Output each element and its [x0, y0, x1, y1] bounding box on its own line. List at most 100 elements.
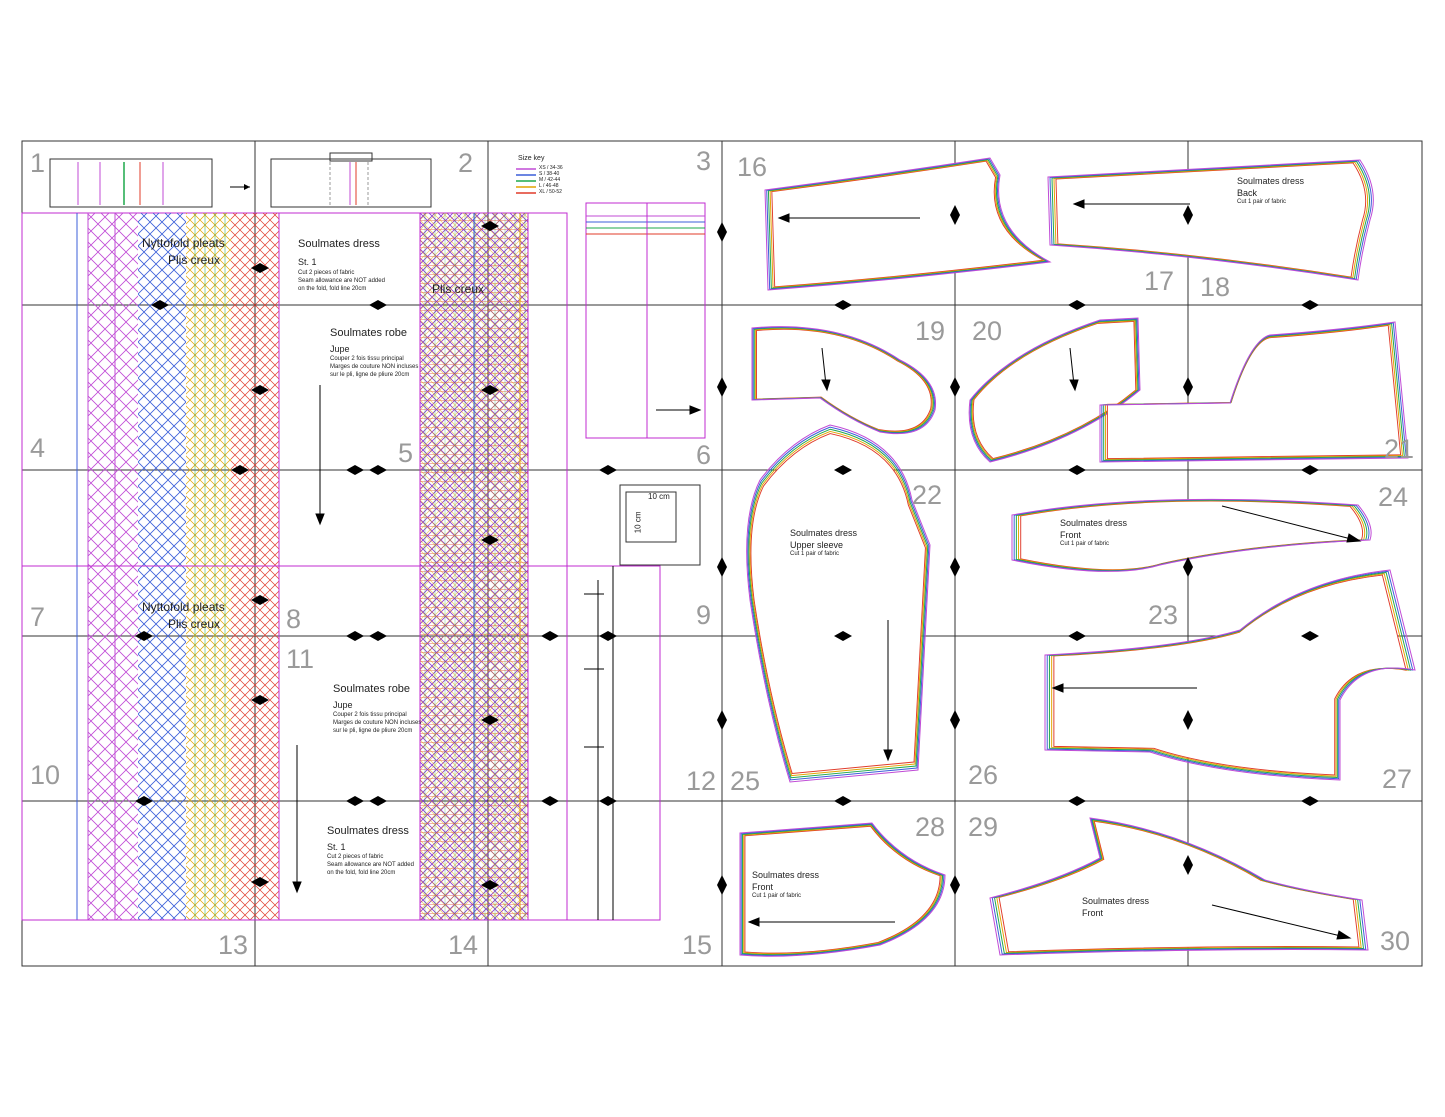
diamond-marker [541, 631, 559, 641]
diamond-marker [599, 465, 617, 475]
diamond-marker [135, 796, 153, 806]
skirt-piece-title-c: Soulmates robe [333, 683, 411, 695]
page-number-2: 2 [458, 148, 474, 178]
diamond-marker [599, 796, 617, 806]
page-number-1: 1 [30, 148, 46, 178]
diamond-marker [950, 205, 960, 225]
fold-markers [584, 566, 614, 920]
skirt-piece-cut-d: Cut 2 pieces of fabric [327, 854, 384, 860]
page-number-16: 16 [737, 152, 768, 182]
page-number-24: 24 [1378, 482, 1409, 512]
skirt-piece-st1: St. 1 [298, 257, 317, 267]
size-legend [516, 168, 536, 194]
diamond-marker [1183, 557, 1193, 577]
page-number-8: 8 [286, 604, 302, 634]
diamond-marker [346, 465, 364, 475]
page-number-28: 28 [915, 812, 946, 842]
piece-21 [1099, 321, 1409, 463]
back-cut-17: Cut 1 pair of fabric [1237, 199, 1287, 205]
piece-front-23: Front [1060, 530, 1082, 540]
pleats-label-en-c: Plis creux [432, 282, 485, 296]
back-title-17: Soulmates dress [1237, 176, 1305, 186]
diamond-marker [251, 385, 269, 395]
diamond-marker [346, 796, 364, 806]
pattern-pieces [739, 157, 1416, 957]
sleeve-cut-22: Cut 1 pair of fabric [790, 551, 840, 557]
page-number-11: 11 [286, 644, 315, 674]
legend-label-4: XL / 50-52 [539, 189, 562, 195]
diamond-marker [369, 631, 387, 641]
diamond-marker [481, 715, 499, 725]
piece-27 [1044, 569, 1416, 781]
page-number-17: 17 [1144, 266, 1175, 296]
piece-front-29: Front [1082, 908, 1104, 918]
diamond-marker [950, 710, 960, 730]
diamond-marker [481, 221, 499, 231]
diamond-marker [251, 263, 269, 273]
diamond-marker [950, 377, 960, 397]
diamond-marker [251, 877, 269, 887]
piece-22 [746, 424, 931, 783]
page-number-25: 25 [730, 766, 761, 796]
page-number-4: 4 [30, 433, 46, 463]
skirt-piece-title-a: Soulmates dress [298, 238, 380, 250]
piece-24 [1011, 498, 1372, 572]
diamond-marker [369, 465, 387, 475]
diamond-marker [834, 796, 852, 806]
diamond-marker [1068, 796, 1086, 806]
pleats-label-fr-b: Nyttofold pleats [142, 600, 225, 614]
pleat-diagram [49, 152, 432, 208]
legend-label-1: S / 38-40 [539, 171, 560, 177]
page-number-29: 29 [968, 812, 999, 842]
skirt-piece-fold-d: on the fold, fold line 20cm [327, 870, 396, 876]
page-number-7: 7 [30, 602, 46, 632]
legend-label-2: M / 42-44 [539, 177, 561, 183]
legend-label-0: XS / 34-36 [539, 165, 563, 171]
diamond-marker [231, 465, 249, 475]
legend-label-3: L / 46-48 [539, 183, 559, 189]
diamond-marker [1183, 710, 1193, 730]
skirt-piece-fold-b: sur le pli, ligne de pliure 20cm [330, 372, 410, 378]
page-number-15: 15 [682, 930, 713, 960]
diamond-marker [135, 631, 153, 641]
skirt-piece-allow-c: Marges de couture NON incluses [333, 720, 422, 726]
diamond-marker [717, 710, 727, 730]
diamond-marker [151, 300, 169, 310]
page-number-19: 19 [915, 316, 946, 346]
pleats-label-en-a: Plis creux [168, 253, 221, 267]
back-label-17: Back [1237, 188, 1258, 198]
diamond-marker [369, 796, 387, 806]
diamond-marker [717, 377, 727, 397]
piece-28 [739, 822, 946, 957]
page-number-5: 5 [398, 438, 414, 468]
diamond-marker [541, 796, 559, 806]
pleats-label-fr-a: Nyttofold pleats [142, 236, 225, 250]
front-cut-28: Cut 1 pair of fabric [752, 893, 802, 899]
page-number-30: 30 [1380, 926, 1411, 956]
diamond-marker [834, 631, 852, 641]
piece-19 [751, 326, 937, 435]
diamond-marker [834, 300, 852, 310]
diamond-marker [369, 300, 387, 310]
diamond-marker [1301, 796, 1319, 806]
page-number-3: 3 [696, 146, 712, 176]
grainline-arrows [292, 385, 702, 894]
diamond-marker [1068, 631, 1086, 641]
diamond-marker [251, 595, 269, 605]
page-number-27: 27 [1382, 764, 1413, 794]
skirt-piece-jupe-b: Jupe [330, 344, 350, 354]
diamond-marker [1183, 855, 1193, 875]
diamond-marker [1301, 300, 1319, 310]
diamond-marker [1068, 300, 1086, 310]
diamond-marker [950, 875, 960, 895]
page-number-12: 12 [686, 766, 717, 796]
page-number-22: 22 [912, 480, 943, 510]
diamond-marker [251, 695, 269, 705]
front-label-28: Front [752, 882, 774, 892]
diamond-marker [481, 880, 499, 890]
page-number-9: 9 [696, 600, 712, 630]
piece-16 [764, 157, 1052, 291]
sleeve-upper-22: Upper sleeve [790, 540, 844, 550]
test-square [619, 484, 701, 566]
waistband-piece [585, 202, 706, 439]
